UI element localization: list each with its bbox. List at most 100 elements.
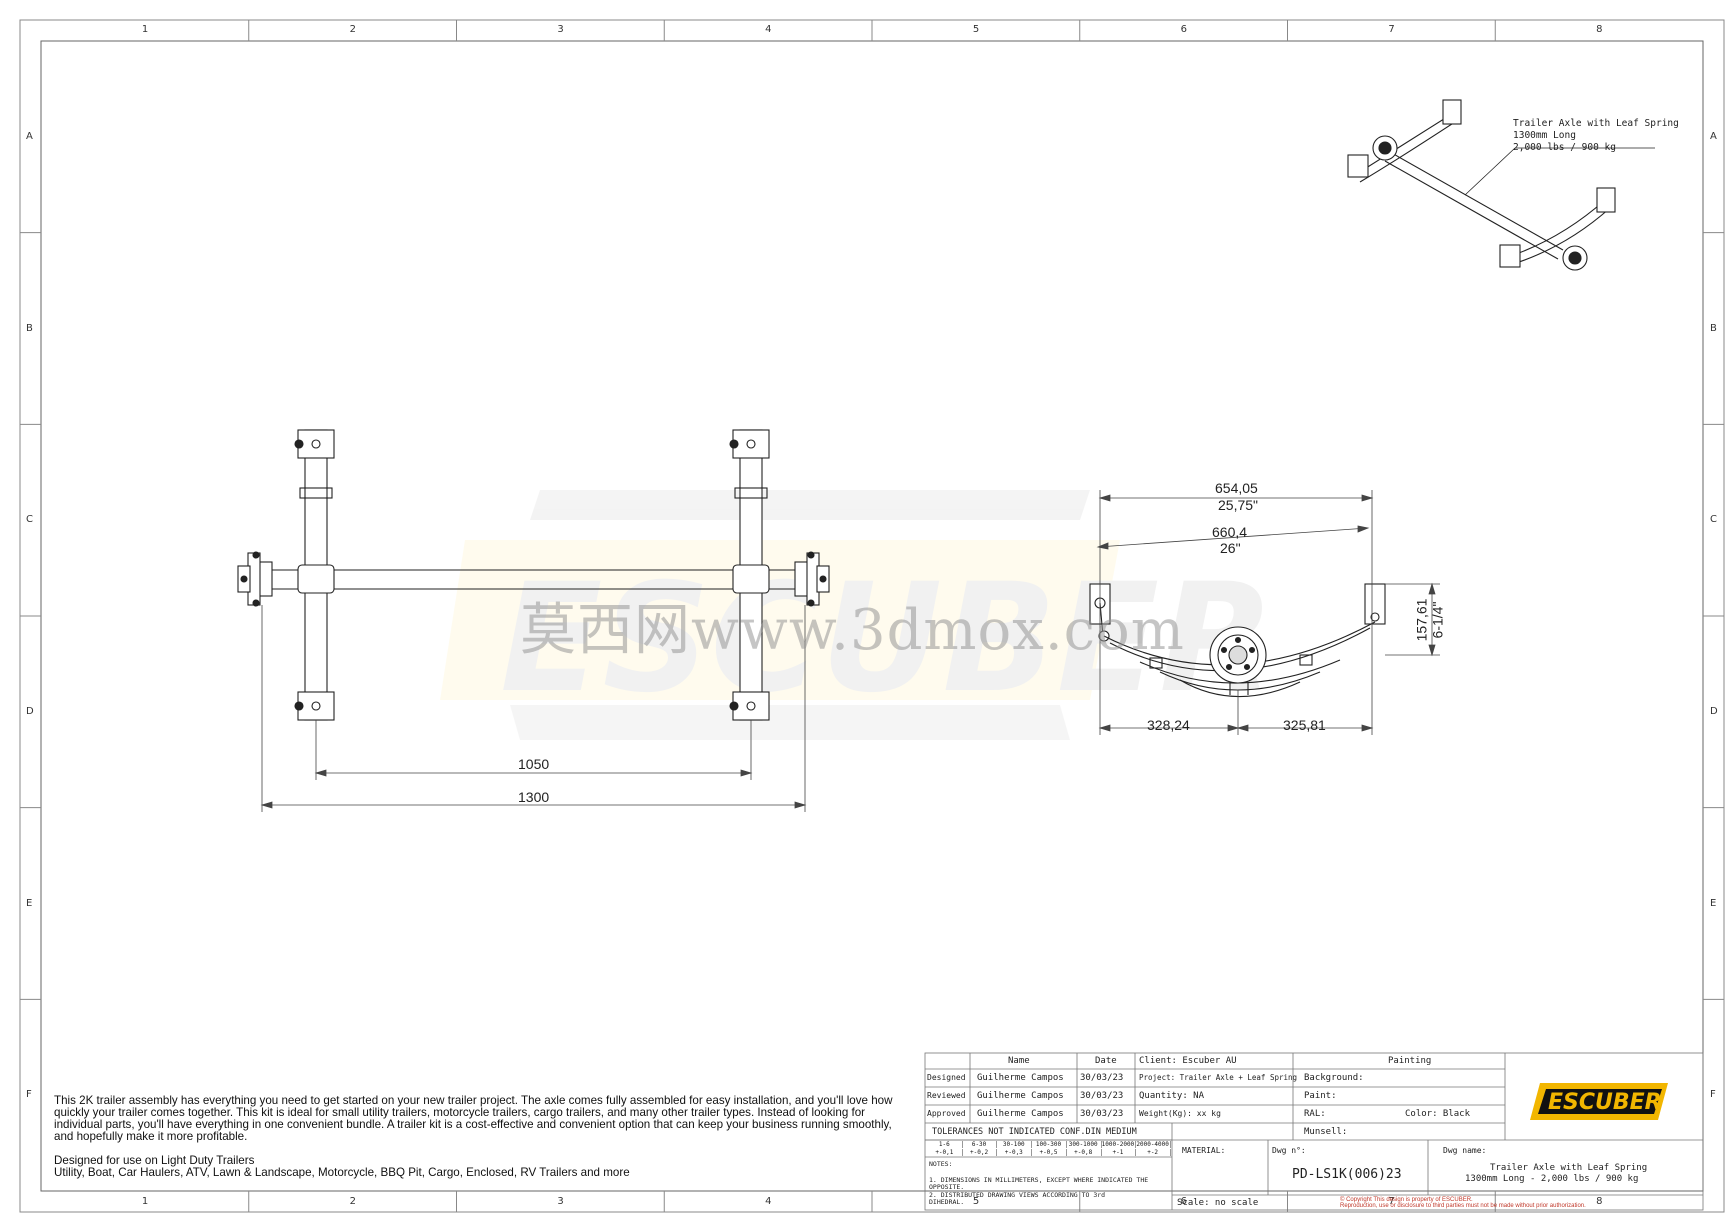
- callout-line2: 1300mm Long: [1513, 130, 1576, 141]
- callout-line3: 2,000 lbs / 900 kg: [1513, 142, 1616, 153]
- zone-row-label: C: [1710, 514, 1717, 526]
- zone-column-label: 8: [1596, 24, 1603, 35]
- tb-tolerances: TOLERANCES NOT INDICATED CONF.DIN MEDIUM: [932, 1127, 1137, 1137]
- tb-reviewed-label: Reviewed: [927, 1091, 966, 1100]
- tolerance-value: +-0,1: [927, 1149, 963, 1156]
- tolerance-range: 100-300: [1031, 1141, 1067, 1148]
- description-types-line: Utility, Boat, Car Haulers, ATV, Lawn & …: [54, 1166, 630, 1179]
- logo-text: ESCUBER: [1548, 1090, 1662, 1115]
- tb-background: Background:: [1304, 1073, 1364, 1083]
- zone-column-label: 4: [765, 1196, 772, 1207]
- tolerance-value: +-0,2: [962, 1149, 998, 1156]
- tb-weight: Weight(Kg): xx kg: [1139, 1109, 1221, 1118]
- top-view-dimensions: [260, 605, 807, 812]
- tb-notes-label: NOTES:: [929, 1160, 953, 1168]
- zone-column-label: 4: [765, 24, 772, 35]
- dim-rear-half: 325,81: [1283, 717, 1326, 733]
- zone-row-label: A: [26, 130, 33, 142]
- zone-row-label: E: [26, 897, 33, 909]
- tolerance-range: 1-6: [927, 1141, 963, 1148]
- zone-row-label: F: [26, 1089, 32, 1101]
- zone-column-label: 1: [141, 24, 149, 35]
- tb-approved-name: Guilherme Campos: [977, 1109, 1064, 1119]
- tb-paint: Paint:: [1304, 1091, 1337, 1101]
- tb-designed-label: Designed: [927, 1073, 966, 1082]
- zone-column-label: 6: [1180, 1196, 1187, 1207]
- zone-column-label: 3: [557, 1196, 564, 1207]
- copyright-line1: © Copyright This design is property of E…: [1340, 1197, 1473, 1203]
- tb-reviewed-date: 30/03/23: [1080, 1091, 1124, 1101]
- copyright-notice: © Copyright This design is property of E…: [1340, 1197, 1586, 1209]
- tolerance-value: +-2: [1135, 1149, 1171, 1156]
- tb-color: Color: Black: [1405, 1109, 1471, 1119]
- dim-eye-center-in: 26": [1220, 540, 1241, 556]
- copyright-line2: Reproduction, use or disclosure to third…: [1340, 1203, 1586, 1209]
- tb-material: MATERIAL:: [1182, 1146, 1226, 1155]
- zone-column-label: 3: [557, 24, 564, 35]
- dim-1050: 1050: [518, 756, 550, 772]
- tolerance-range: 1000-2000: [1101, 1141, 1137, 1148]
- tb-approved-date: 30/03/23: [1080, 1109, 1124, 1119]
- zone-column-label: 5: [972, 24, 980, 35]
- tb-quantity: Quantity: NA: [1139, 1091, 1205, 1101]
- tolerance-range: 6-30: [962, 1141, 998, 1148]
- tb-client: Client: Escuber AU: [1139, 1056, 1237, 1066]
- tb-munsell: Munsell:: [1304, 1127, 1348, 1137]
- tb-hdr-name: Name: [1008, 1056, 1030, 1066]
- zone-column-label: 1: [141, 1196, 149, 1207]
- tb-designed-name: Guilherme Campos: [977, 1073, 1064, 1083]
- zone-column-label: 2: [349, 1196, 356, 1207]
- escuber-logo: ESCUBER: [1530, 1083, 1668, 1120]
- zone-column-label: 5: [972, 1196, 980, 1207]
- tb-dwg-name-label: Dwg name:: [1443, 1146, 1487, 1155]
- tb-dwg-no: PD-LS1K(006)23: [1292, 1167, 1402, 1182]
- tb-painting: Painting: [1388, 1056, 1432, 1066]
- tb-dwg-name-2: 1300mm Long - 2,000 lbs / 900 kg: [1465, 1174, 1639, 1184]
- dim-spring-length-in: 25,75": [1218, 497, 1259, 513]
- description-use-line: Designed for use on Light Duty Trailers: [54, 1154, 255, 1167]
- tb-hdr-date: Date: [1095, 1056, 1117, 1066]
- zone-row-label: A: [1710, 130, 1717, 142]
- zone-column-label: 6: [1180, 24, 1187, 35]
- callout-line1: Trailer Axle with Leaf Spring: [1513, 118, 1679, 129]
- tolerance-range: 300-1000: [1066, 1141, 1102, 1148]
- dim-front-half: 328,24: [1147, 717, 1190, 733]
- zone-row-label: F: [1710, 1089, 1716, 1101]
- tolerance-value: +-0,8: [1066, 1149, 1102, 1156]
- zone-row-label: D: [26, 705, 34, 717]
- dim-1300: 1300: [518, 789, 550, 805]
- dim-eye-center-mm: 660,4: [1212, 524, 1248, 540]
- tolerance-range: 2000-4000: [1135, 1141, 1171, 1148]
- dim-spring-length-mm: 654,05: [1215, 480, 1258, 496]
- product-description: This 2K trailer assembly has everything …: [54, 1095, 914, 1179]
- zone-row-label: D: [1710, 705, 1718, 717]
- tb-dwg-name-1: Trailer Axle with Leaf Spring: [1490, 1163, 1648, 1173]
- zone-column-label: 7: [1388, 1196, 1395, 1207]
- side-view-dimensions: [1096, 490, 1440, 735]
- tolerance-range: 30-100: [996, 1141, 1033, 1148]
- axle-top-view: [237, 429, 830, 721]
- tb-note1: 1. DIMENSIONS IN MILLIMETERS, EXCEPT WHE…: [929, 1176, 1149, 1191]
- zone-column-label: 8: [1596, 1196, 1603, 1207]
- tb-scale: Scale: no scale: [1177, 1198, 1259, 1208]
- zone-row-label: B: [26, 322, 33, 334]
- tolerance-value: +-0,3: [996, 1149, 1033, 1156]
- tolerance-value: +-0,5: [1031, 1149, 1067, 1156]
- tb-note2: 2. DISTRIBUTED DRAWING VIEWS ACCORDING T…: [929, 1191, 1106, 1206]
- zone-row-label: E: [1710, 897, 1717, 909]
- zone-column-label: 2: [349, 24, 356, 35]
- tb-reviewed-name: Guilherme Campos: [977, 1091, 1064, 1101]
- watermark-logo: ESCUBER: [440, 490, 1275, 740]
- zone-ticks: [20, 20, 1724, 1212]
- tb-approved-label: Approved: [927, 1109, 966, 1118]
- description-paragraph: This 2K trailer assembly has everything …: [54, 1094, 893, 1143]
- tb-project: Project: Trailer Axle + Leaf Spring: [1139, 1073, 1298, 1082]
- zone-row-label: C: [26, 514, 33, 526]
- watermark-brand-text: ESCUBER: [500, 552, 1275, 726]
- zone-column-label: 7: [1388, 24, 1395, 35]
- tb-dwg-no-label: Dwg n°:: [1272, 1146, 1306, 1155]
- zone-row-label: B: [1710, 322, 1717, 334]
